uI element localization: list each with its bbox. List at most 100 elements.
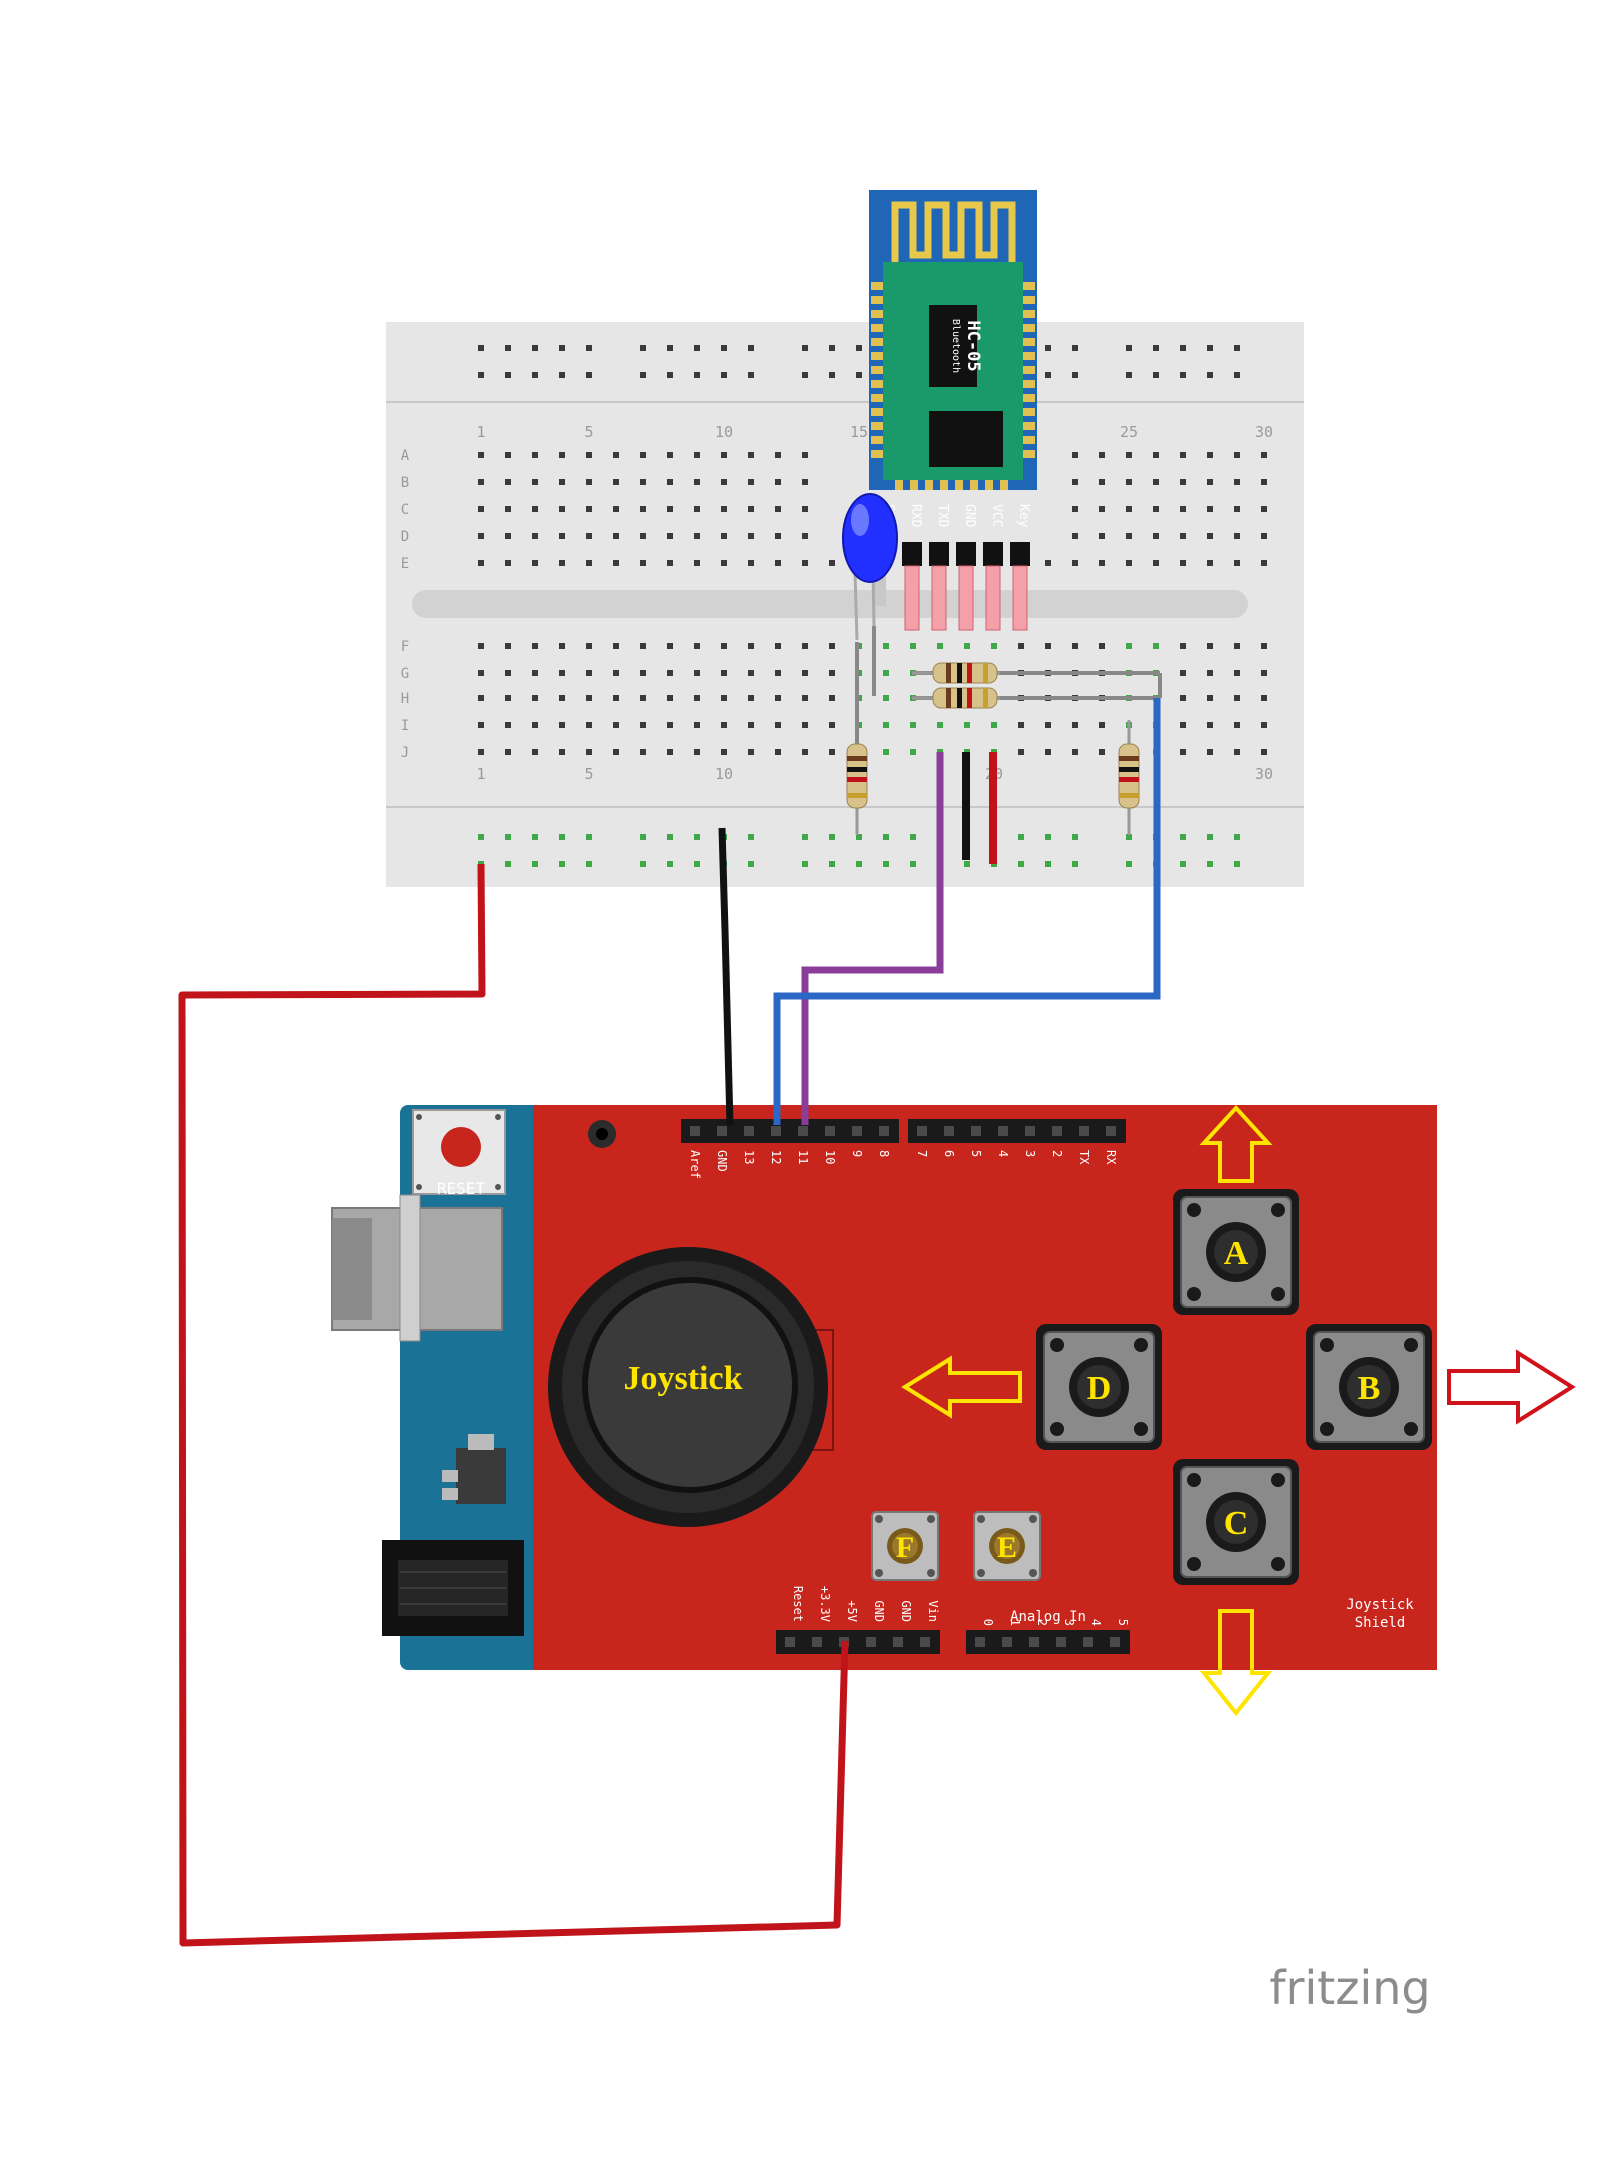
breadboard-hole (1153, 452, 1159, 458)
bt-pin-leg (958, 565, 974, 631)
bt-chip-main (929, 305, 977, 387)
header-socket[interactable] (920, 1637, 930, 1647)
header-socket[interactable] (812, 1637, 822, 1647)
breadboard-hole (775, 643, 781, 649)
breadboard-rail-hole (1180, 834, 1186, 840)
breadboard-hole (613, 749, 619, 755)
breadboard-hole (1126, 506, 1132, 512)
breadboard-hole (748, 722, 754, 728)
header-socket[interactable] (771, 1126, 781, 1136)
joystick-knob[interactable] (588, 1283, 792, 1487)
header-socket[interactable] (1110, 1637, 1120, 1647)
header-socket[interactable] (852, 1126, 862, 1136)
breadboard-hole (775, 722, 781, 728)
breadboard-hole (559, 479, 565, 485)
breadboard-hole (1261, 643, 1267, 649)
breadboard-rail-hole (748, 834, 754, 840)
header-socket[interactable] (1052, 1126, 1062, 1136)
breadboard-hole (586, 670, 592, 676)
wires (178, 626, 1162, 1947)
breadboard-hole (829, 749, 835, 755)
breadboard-hole (694, 479, 700, 485)
header-socket[interactable] (1083, 1637, 1093, 1647)
breadboard-hole (802, 695, 808, 701)
header-socket[interactable] (798, 1126, 808, 1136)
breadboard-hole (1234, 452, 1240, 458)
button-e-label: E (997, 1531, 1017, 1564)
header-socket[interactable] (1002, 1637, 1012, 1647)
button-c[interactable]: C (1173, 1459, 1299, 1585)
breadboard-rail-hole (910, 861, 916, 867)
breadboard-rail-hole (1207, 861, 1213, 867)
header-socket[interactable] (893, 1637, 903, 1647)
button-e[interactable]: E (973, 1511, 1041, 1581)
breadboard-hole (532, 533, 538, 539)
bt-solder-pad (871, 282, 883, 290)
breadboard-hole (1180, 479, 1186, 485)
reset-button-cap[interactable] (441, 1127, 481, 1167)
button-b[interactable]: B (1306, 1324, 1432, 1450)
header-socket[interactable] (1029, 1637, 1039, 1647)
breadboard-rail-hole (1126, 345, 1132, 351)
button-f[interactable]: F (871, 1511, 939, 1581)
header-socket[interactable] (1079, 1126, 1089, 1136)
button-a[interactable]: A (1173, 1189, 1299, 1315)
button-d[interactable]: D (1036, 1324, 1162, 1450)
breadboard-hole (1153, 506, 1159, 512)
breadboard-rail-hole (802, 861, 808, 867)
breadboard-hole (748, 670, 754, 676)
bt-pin-label: Key (1016, 504, 1031, 528)
breadboard-rail-hole (856, 861, 862, 867)
header-socket[interactable] (975, 1637, 985, 1647)
breadboard-hole (1045, 643, 1051, 649)
breadboard-hole (640, 479, 646, 485)
breadboard-hole (1180, 749, 1186, 755)
header-socket[interactable] (690, 1126, 700, 1136)
bt-solder-pad (1023, 394, 1035, 402)
breadboard-hole (721, 722, 727, 728)
breadboard-hole (937, 722, 943, 728)
breadboard-rail-hole (1207, 345, 1213, 351)
hc05-bluetooth-module: HC-05 Bluetooth StateRXDTXDGNDVCCKey (869, 190, 1037, 631)
header-socket[interactable] (998, 1126, 1008, 1136)
bt-pin-leg (931, 565, 947, 631)
header-socket[interactable] (1056, 1637, 1066, 1647)
analog-pin-label: 0 (981, 1619, 995, 1626)
digital-pin-label: TX (1077, 1150, 1091, 1165)
header-socket[interactable] (1025, 1126, 1035, 1136)
shield-brand-line2: Shield (1355, 1615, 1406, 1631)
breadboard-rail-hole (721, 372, 727, 378)
led-body (842, 493, 898, 583)
header-socket[interactable] (744, 1126, 754, 1136)
breadboard-rail-hole (559, 834, 565, 840)
breadboard-hole (1261, 533, 1267, 539)
breadboard-rail-hole (586, 861, 592, 867)
header-socket[interactable] (944, 1126, 954, 1136)
joystick[interactable]: Joystick (548, 1247, 834, 1527)
breadboard-hole (478, 695, 484, 701)
breadboard-rail-hole (829, 372, 835, 378)
breadboard-hole (586, 722, 592, 728)
breadboard-rail-hole (1018, 834, 1024, 840)
breadboard-rail-hole (1234, 345, 1240, 351)
header-socket[interactable] (785, 1637, 795, 1647)
header-socket[interactable] (717, 1126, 727, 1136)
breadboard-hole (1045, 749, 1051, 755)
breadboard-hole (694, 695, 700, 701)
header-socket[interactable] (879, 1126, 889, 1136)
breadboard-rail-hole (1045, 861, 1051, 867)
breadboard-column-number: 1 (476, 423, 485, 441)
digital-pin-label: Aref (688, 1150, 702, 1179)
breadboard-rail-hole (1153, 372, 1159, 378)
header-socket[interactable] (1106, 1126, 1116, 1136)
breadboard-hole (559, 560, 565, 566)
breadboard-row-letter: H (401, 691, 409, 707)
header-socket[interactable] (825, 1126, 835, 1136)
breadboard-rail-hole (532, 834, 538, 840)
header-socket[interactable] (971, 1126, 981, 1136)
header-socket[interactable] (917, 1126, 927, 1136)
bt-solder-pad (1023, 380, 1035, 388)
breadboard-rail-hole (883, 834, 889, 840)
header-socket[interactable] (866, 1637, 876, 1647)
breadboard-hole (802, 670, 808, 676)
